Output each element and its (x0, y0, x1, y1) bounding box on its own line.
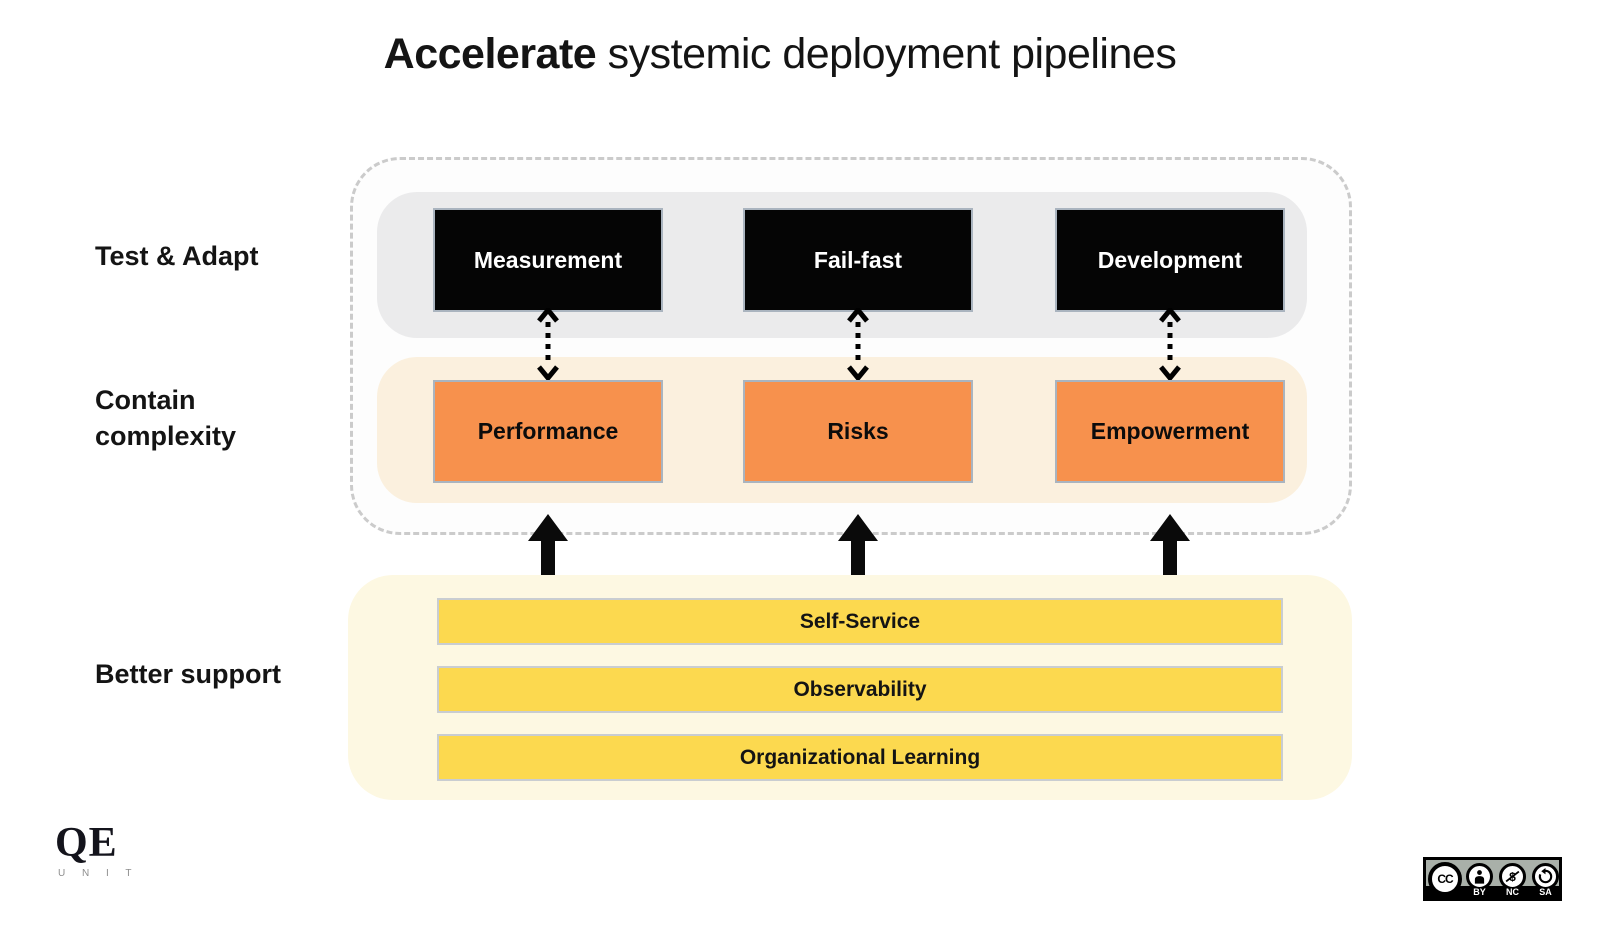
title-rest: systemic deployment pipelines (596, 30, 1177, 78)
cc-nc-label: NC (1506, 887, 1519, 897)
cc-sa-label: SA (1539, 887, 1552, 897)
cc-by-label: BY (1473, 887, 1486, 897)
up-arrow-icon (1150, 514, 1190, 578)
qe-logo-text: QE (55, 820, 118, 866)
page-title: Accelerate systemic deployment pipelines (0, 30, 1560, 79)
row-label-better-support: Better support (95, 659, 282, 689)
qe-unit-logo: QE U N I T (55, 820, 175, 879)
double-arrow-icon (847, 308, 869, 380)
title-emphasis: Accelerate (383, 30, 597, 78)
better-support-container: Self-Service Observability Organizationa… (348, 575, 1352, 800)
qe-logo-subtext: U N I T (58, 868, 139, 879)
non-commercial-icon: $ (1499, 863, 1526, 890)
up-arrow-icon (838, 514, 878, 578)
bar-organizational-learning: Organizational Learning (437, 734, 1283, 781)
node-risks: Risks (743, 380, 973, 483)
node-fail-fast: Fail-fast (743, 208, 973, 312)
attribution-icon (1466, 863, 1493, 890)
row-label-test-adapt: Test & Adapt (95, 241, 259, 271)
double-arrow-icon (1159, 308, 1181, 380)
bar-observability: Observability (437, 666, 1283, 713)
cc-license-strip (1426, 886, 1559, 898)
row-label-contain-complexity: Contain complexity (95, 385, 237, 451)
bar-self-service: Self-Service (437, 598, 1283, 645)
double-arrow-icon (537, 308, 559, 380)
cc-icon: CC (1428, 862, 1462, 896)
share-alike-icon (1532, 863, 1559, 890)
up-arrow-icon (528, 514, 568, 578)
node-development: Development (1055, 208, 1285, 312)
node-performance: Performance (433, 380, 663, 483)
cc-license-badge: CC $ BY NC SA (1423, 857, 1562, 901)
node-empowerment: Empowerment (1055, 380, 1285, 483)
node-measurement: Measurement (433, 208, 663, 312)
